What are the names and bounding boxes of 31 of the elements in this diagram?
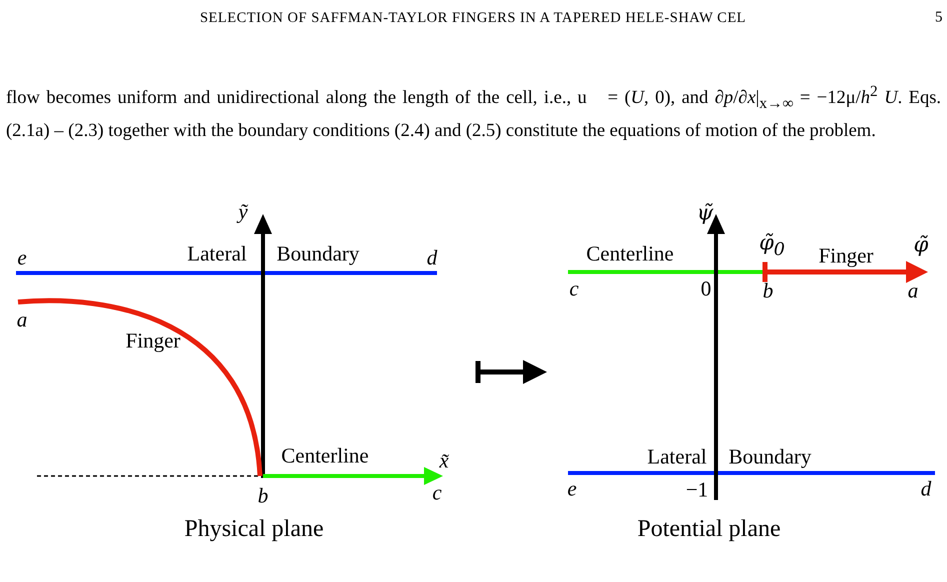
point-label: b [258, 486, 268, 506]
maps-to-arrow [476, 358, 547, 386]
line-label: Centerline [281, 446, 369, 466]
axis-label: φ̃ [914, 234, 928, 256]
point-label: e [567, 478, 577, 500]
line-label: Boundary [276, 244, 360, 264]
axis-label: ỹ [238, 202, 248, 222]
point-label: d [920, 478, 932, 500]
line-label: Lateral [187, 244, 247, 264]
line-label: Centerline [586, 244, 674, 264]
line-label: Lateral [647, 446, 707, 468]
point-label: a [908, 280, 918, 302]
running-header: SELECTION OF SAFFMAN-TAYLOR FINGERS IN A TAPERED HELE-SHAW CEL [200, 10, 746, 26]
line-label: Boundary [728, 446, 812, 468]
point-label: c [432, 482, 442, 504]
point-label: c [569, 278, 579, 300]
page-number: 5 [935, 10, 942, 26]
point-label: d [426, 248, 438, 268]
axis-label: ψ̃ [696, 202, 714, 224]
panel-caption: Potential plane [637, 516, 781, 543]
axis-label: φ̃$_{0}$ [759, 232, 785, 260]
tick-label: −1 [686, 480, 708, 500]
axis-label: x̃ [439, 450, 449, 472]
point-label: b [762, 280, 774, 302]
tick-label: 0 [700, 278, 712, 300]
curve-label: Finger [126, 330, 180, 352]
body-paragraph: flow becomes uniform and unidirectional along the length of the cell, i.e., u⃗ = (U, 0), and ∂p/∂x|$_{x→∞}$ = −12μ/h$^{2}$ U. Eqs. (2.1a) – (2.3) together with the boundary conditions (2.4) and (2.5) constitute the equations of motion of the problem. [6, 82, 941, 143]
point-label: e [17, 248, 27, 268]
point-label: a [16, 310, 28, 330]
panel-caption: Physical plane [184, 516, 324, 543]
line-label: Finger [818, 246, 874, 266]
